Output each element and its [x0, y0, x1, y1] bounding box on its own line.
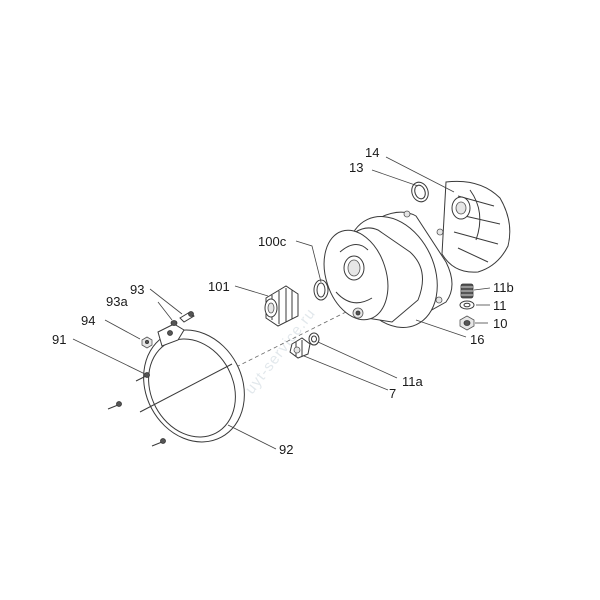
- clamp-ring-part-92: [139, 323, 245, 443]
- nut-part-94: [141, 336, 153, 349]
- callout-10: 10: [493, 316, 507, 331]
- coupling-part-101: [264, 285, 299, 327]
- screw-part-91: [107, 372, 166, 447]
- pump-housing-part-16: [323, 210, 453, 328]
- callout-92: 92: [279, 442, 293, 457]
- callout-11b: 11b: [493, 280, 514, 295]
- washer-part-93a: [170, 320, 178, 326]
- seal-ring-part-11a: [308, 332, 320, 346]
- callout-11a: 11a: [402, 374, 423, 389]
- callout-101: 101: [208, 279, 230, 294]
- nut-part-10: [459, 315, 475, 331]
- callout-7: 7: [389, 386, 396, 401]
- o-ring-part-100c: [313, 279, 329, 301]
- callout-94: 94: [81, 313, 95, 328]
- callout-14: 14: [365, 145, 379, 160]
- impeller-part-14: [441, 180, 511, 273]
- callout-91: 91: [52, 332, 66, 347]
- callout-16: 16: [470, 332, 484, 347]
- callout-93: 93: [130, 282, 144, 297]
- plug-part-11b: [460, 283, 474, 299]
- drain-plug-part-7: [289, 337, 311, 359]
- callout-93a: 93a: [106, 294, 128, 309]
- assembly-axis-line: [229, 269, 431, 371]
- callout-labels: 14 13 100c 101 93 93a 94 91 11b 11 10 16…: [52, 145, 514, 457]
- washer-part-11: [459, 300, 475, 310]
- leader-lines: [72, 156, 491, 450]
- callout-13: 13: [349, 160, 363, 175]
- callout-11: 11: [493, 298, 507, 313]
- bolt-part-93: [179, 311, 195, 323]
- o-ring-part-13: [411, 181, 429, 203]
- callout-100c: 100c: [258, 234, 287, 249]
